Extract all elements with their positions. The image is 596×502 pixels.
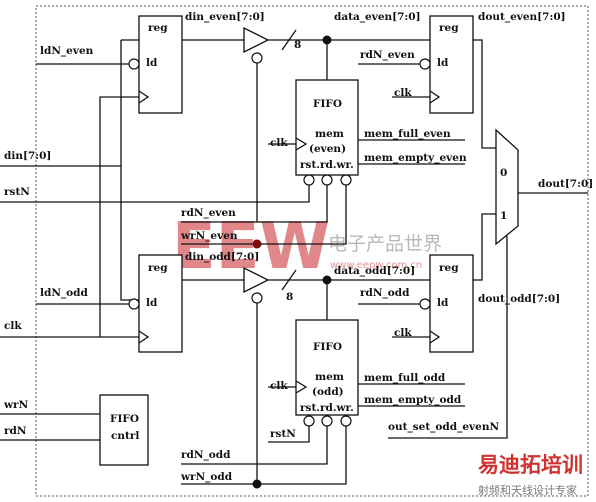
reg-out-even-ld: ld xyxy=(437,57,449,69)
watermark-sub2: 射频和天线设计专家 xyxy=(478,483,577,497)
output-mux: 0 1 xyxy=(495,128,519,246)
fifo-even-mem: mem xyxy=(315,128,344,140)
module-border xyxy=(35,5,589,497)
label-mem-full-odd: mem_full_odd xyxy=(364,372,446,385)
reg-even-block: reg ld xyxy=(128,15,183,114)
fifo-cntrl-block: FIFO cntrl xyxy=(99,394,149,466)
label-out-set: out_set_odd_evenN xyxy=(388,421,499,434)
label-rdN: rdN xyxy=(4,425,27,437)
reg-out-odd-ld: ld xyxy=(437,297,449,309)
label-clk-fifo-odd: clk xyxy=(270,380,288,392)
label-mem-empty-odd: mem_empty_odd xyxy=(364,394,462,407)
label-wrN: wrN xyxy=(3,399,29,411)
fifo-cntrl-line1: FIFO xyxy=(110,413,139,425)
label-ldN-even: ldN_even xyxy=(40,45,94,58)
fifo-odd-pins: rst.rd.wr. xyxy=(300,402,354,414)
label-clk-out-even: clk xyxy=(394,87,412,99)
label-din-even: din_even[7:0] xyxy=(185,11,265,24)
tristate-buffer-odd xyxy=(243,266,270,484)
fifo-even-block: FIFO mem (even) rst.rd.wr. xyxy=(295,79,359,186)
bus-width-odd: 8 xyxy=(286,291,293,303)
label-data-even: data_even[7:0] xyxy=(334,11,421,24)
reg-even-ld-bubble xyxy=(128,58,140,70)
label-dout-even: dout_even[7:0] xyxy=(478,11,566,24)
junction-wrN-odd xyxy=(252,479,262,489)
fifo-odd-block: FIFO mem (odd) rst.rd.wr. xyxy=(295,319,359,427)
reg-even-title: reg xyxy=(148,22,168,34)
label-wrN-odd: wrN_odd xyxy=(180,471,233,484)
label-mem-empty-even: mem_empty_even xyxy=(364,152,467,165)
reg-out-even-block: reg ld xyxy=(419,15,474,114)
label-clk-fifo-even: clk xyxy=(270,137,288,149)
watermark-cn: 电子产品世界 xyxy=(328,233,442,255)
reg-even-ld: ld xyxy=(146,57,158,69)
reg-odd-block: reg ld xyxy=(128,254,183,353)
fifo-odd-sub: (odd) xyxy=(312,386,344,398)
mux-in1: 1 xyxy=(500,210,507,222)
label-wrN-even: wrN_even xyxy=(180,230,238,243)
label-rdN-odd: rdN_odd xyxy=(181,449,231,462)
label-mem-full-even: mem_full_even xyxy=(364,128,451,141)
fifo-odd-title: FIFO xyxy=(313,341,342,353)
label-data-odd: data_odd[7:0] xyxy=(334,265,415,278)
label-ldN-odd: ldN_odd xyxy=(40,287,89,300)
reg-out-odd-title: reg xyxy=(439,262,459,274)
reg-odd-ld: ld xyxy=(146,297,158,309)
reg-odd-title: reg xyxy=(148,262,168,274)
label-dout-odd: dout_odd[7:0] xyxy=(478,293,560,306)
label-rstN: rstN xyxy=(4,186,30,198)
label-dout: dout[7:0] xyxy=(538,178,593,190)
label-rdN-odd-top: rdN_odd xyxy=(360,287,410,300)
watermark-url: www.eepw.com.cn xyxy=(330,260,422,271)
label-din-odd: din_odd[7:0] xyxy=(185,251,259,264)
fifo-even-pins: rst.rd.wr. xyxy=(300,159,354,171)
reg-out-odd-block: reg ld xyxy=(419,254,474,353)
watermark-2: 易迪拓培训 射频和天线设计专家 xyxy=(478,453,583,497)
label-rstN-odd: rstN xyxy=(270,428,296,440)
reg-out-even-title: reg xyxy=(439,22,459,34)
tristate-buffer-even xyxy=(243,26,270,222)
fifo-odd-mem: mem xyxy=(315,371,344,383)
fifo-cntrl-line2: cntrl xyxy=(111,430,139,442)
label-clk-main: clk xyxy=(4,320,22,332)
junction-wrN-even xyxy=(252,239,262,249)
bus-width-even: 8 xyxy=(294,39,301,51)
fifo-even-title: FIFO xyxy=(313,98,342,110)
fifo-even-sub: (even) xyxy=(309,143,346,155)
label-clk-out-odd: clk xyxy=(394,327,412,339)
label-rdN-even: rdN_even xyxy=(181,207,236,220)
label-rdN-even-top: rdN_even xyxy=(360,49,415,62)
mux-in0: 0 xyxy=(500,167,507,179)
label-din: din[7:0] xyxy=(4,150,51,162)
watermark-brand2: 易迪拓培训 xyxy=(478,453,583,477)
